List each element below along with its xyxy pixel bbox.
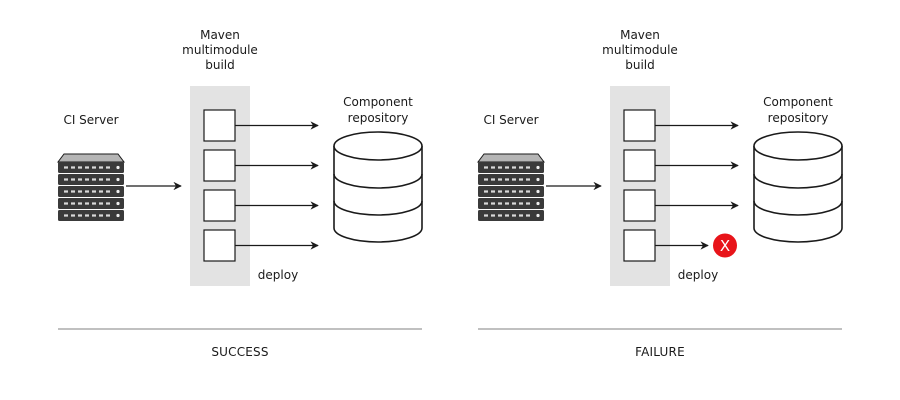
ci-server-label: CI Server: [483, 113, 538, 127]
module-box: [623, 189, 656, 222]
panel-caption: SUCCESS: [211, 345, 268, 359]
server-unit: [478, 210, 544, 221]
server-unit: [58, 162, 124, 173]
server-icon: [57, 153, 125, 221]
server-led: [536, 201, 540, 206]
db-band: [753, 173, 843, 189]
module-box: [203, 109, 236, 142]
deploy-label: deploy: [258, 268, 298, 282]
repo-label-line: repository: [768, 111, 829, 125]
error-x-icon: X: [713, 233, 737, 258]
server-unit: [58, 210, 124, 221]
build-label-line: build: [625, 58, 655, 72]
database-icon: [333, 131, 423, 243]
server-top: [477, 153, 545, 163]
build-label-line: multimodule: [602, 43, 678, 57]
repo-label-line: repository: [348, 111, 409, 125]
server-unit: [58, 198, 124, 209]
error-circle: [713, 233, 737, 258]
build-label-line: Maven: [200, 28, 240, 42]
server-led: [116, 213, 120, 218]
build-label-line: multimodule: [182, 43, 258, 57]
db-band: [333, 173, 423, 189]
panel-caption: FAILURE: [635, 345, 685, 359]
module-box: [623, 229, 656, 262]
server-unit: [58, 186, 124, 197]
module-box: [203, 189, 236, 222]
build-label-line: build: [205, 58, 235, 72]
module-box: [623, 149, 656, 182]
db-band: [333, 200, 423, 216]
server-led: [536, 165, 540, 170]
server-led: [536, 189, 540, 194]
server-unit: [58, 174, 124, 185]
ci-server-label: CI Server: [63, 113, 118, 127]
db-top: [753, 131, 843, 161]
server-led: [536, 177, 540, 182]
deploy-label: deploy: [678, 268, 718, 282]
server-unit: [478, 186, 544, 197]
db-body: [753, 146, 843, 243]
server-led: [116, 177, 120, 182]
database-icon: [753, 131, 843, 243]
server-unit: [478, 162, 544, 173]
server-led: [116, 201, 120, 206]
server-unit: [478, 198, 544, 209]
server-unit: [478, 174, 544, 185]
db-band: [753, 200, 843, 216]
repo-label-line: Component: [343, 95, 413, 109]
server-led: [116, 189, 120, 194]
module-box: [203, 149, 236, 182]
repo-label-line: Component: [763, 95, 833, 109]
error-glyph: X: [720, 237, 730, 255]
build-label-line: Maven: [620, 28, 660, 42]
server-top: [57, 153, 125, 163]
server-icon: [477, 153, 545, 221]
module-box: [623, 109, 656, 142]
server-led: [536, 213, 540, 218]
db-top: [333, 131, 423, 161]
server-led: [116, 165, 120, 170]
module-box: [203, 229, 236, 262]
db-body: [333, 146, 423, 243]
